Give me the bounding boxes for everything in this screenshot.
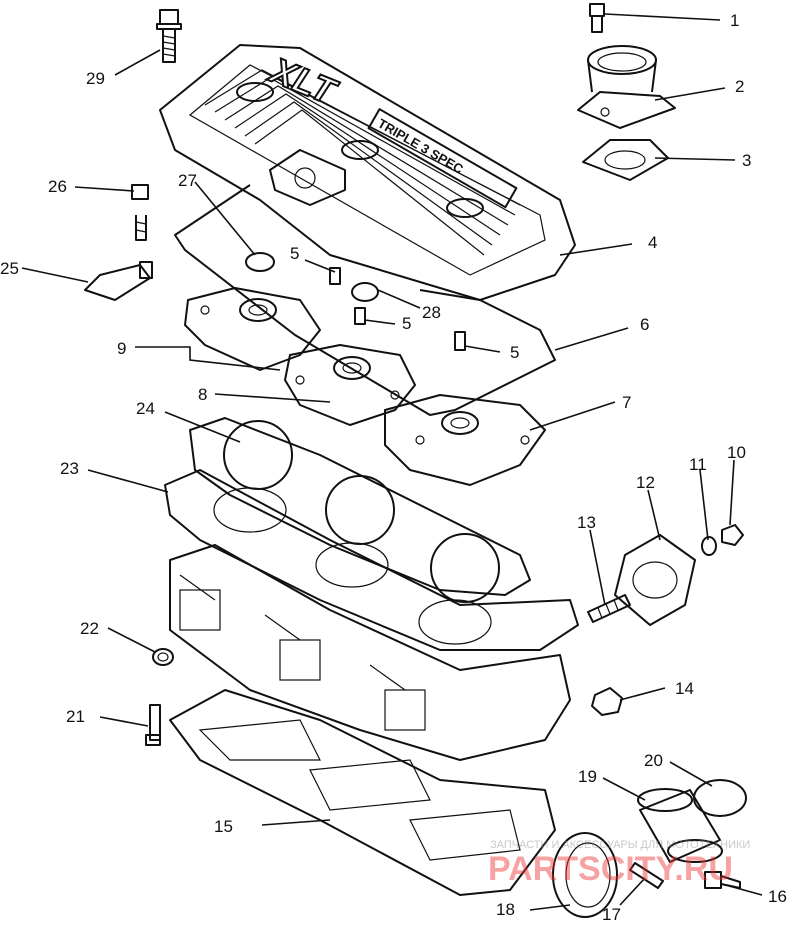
callout-14: 14 xyxy=(675,679,694,698)
head-gasket-23 xyxy=(164,469,579,651)
callout-5b: 5 xyxy=(402,314,411,333)
ring-27 xyxy=(245,252,275,272)
callout-16: 16 xyxy=(768,887,787,906)
nut-14 xyxy=(591,687,623,716)
callout-11: 11 xyxy=(689,455,707,474)
callout-5c: 5 xyxy=(510,343,519,362)
base-gasket-15 xyxy=(169,689,556,896)
dowel-5 xyxy=(329,267,466,351)
bolt-29 xyxy=(156,9,182,63)
watermark-brand: PARTSCITY.RU xyxy=(488,850,733,888)
callout-1: 1 xyxy=(730,11,739,30)
hose-19 xyxy=(637,788,723,863)
callout-18: 18 xyxy=(496,900,515,919)
callout-3: 3 xyxy=(742,151,751,170)
callout-17: 17 xyxy=(602,905,621,924)
stud-13 xyxy=(587,594,631,623)
callout-20: 20 xyxy=(644,751,663,770)
clamp-18 xyxy=(552,832,618,918)
callout-13: 13 xyxy=(577,513,596,532)
cover-badge-text: TRIPLE 3 SPEC xyxy=(375,116,466,177)
callout-23: 23 xyxy=(60,459,79,478)
callout-2: 2 xyxy=(735,77,744,96)
callout-29: 29 xyxy=(86,69,105,88)
callout-4: 4 xyxy=(648,233,657,252)
callout-6: 6 xyxy=(640,315,649,334)
callout-8: 8 xyxy=(198,385,207,404)
nut-10 xyxy=(721,524,744,546)
sensor-25 xyxy=(84,261,153,301)
washer-11 xyxy=(701,536,717,556)
flange-12 xyxy=(614,534,696,626)
callout-28: 28 xyxy=(422,303,441,322)
callout-27: 27 xyxy=(178,171,197,190)
callout-15: 15 xyxy=(214,817,233,836)
callout-9: 9 xyxy=(117,339,126,358)
head-cover: XLT TRIPLE 3 SPEC xyxy=(159,44,576,301)
cover-seal-6 xyxy=(174,184,556,416)
oring-20 xyxy=(693,779,747,817)
watermark-tagline: ЗАПЧАСТИ И АКСЕССУАРЫ ДЛЯ МОТОТЕХНИКИ xyxy=(490,839,750,851)
leader-lines xyxy=(21,13,763,911)
ring-28 xyxy=(351,282,379,302)
callout-19: 19 xyxy=(578,767,597,786)
watermark: ЗАПЧАСТИ И АКСЕССУАРЫ ДЛЯ МОТОТЕХНИКИ PA… xyxy=(488,839,750,888)
callout-21: 21 xyxy=(66,707,85,726)
callout-22: 22 xyxy=(80,619,99,638)
callout-26: 26 xyxy=(48,177,67,196)
bolt-26 xyxy=(131,184,149,241)
head-gasket-24 xyxy=(189,417,531,603)
cover-logo-text: XLT xyxy=(263,49,344,113)
callout-7: 7 xyxy=(622,393,631,412)
cylinder-block xyxy=(169,544,571,761)
callout-numbers: 1 2 3 4 5 5 5 6 7 8 9 10 11 12 13 14 15 … xyxy=(0,11,787,924)
cylinder-heads xyxy=(184,287,546,486)
screw-17 xyxy=(629,862,664,889)
plug-22 xyxy=(152,648,174,666)
bolt-1 xyxy=(589,3,605,33)
gasket-3 xyxy=(582,139,669,181)
sensor-21 xyxy=(145,704,161,746)
callout-10: 10 xyxy=(727,443,746,462)
callout-5a: 5 xyxy=(290,244,299,263)
callout-25: 25 xyxy=(0,259,19,278)
callout-12: 12 xyxy=(636,473,655,492)
callout-24: 24 xyxy=(136,399,155,418)
water-outlet-2 xyxy=(577,45,676,129)
